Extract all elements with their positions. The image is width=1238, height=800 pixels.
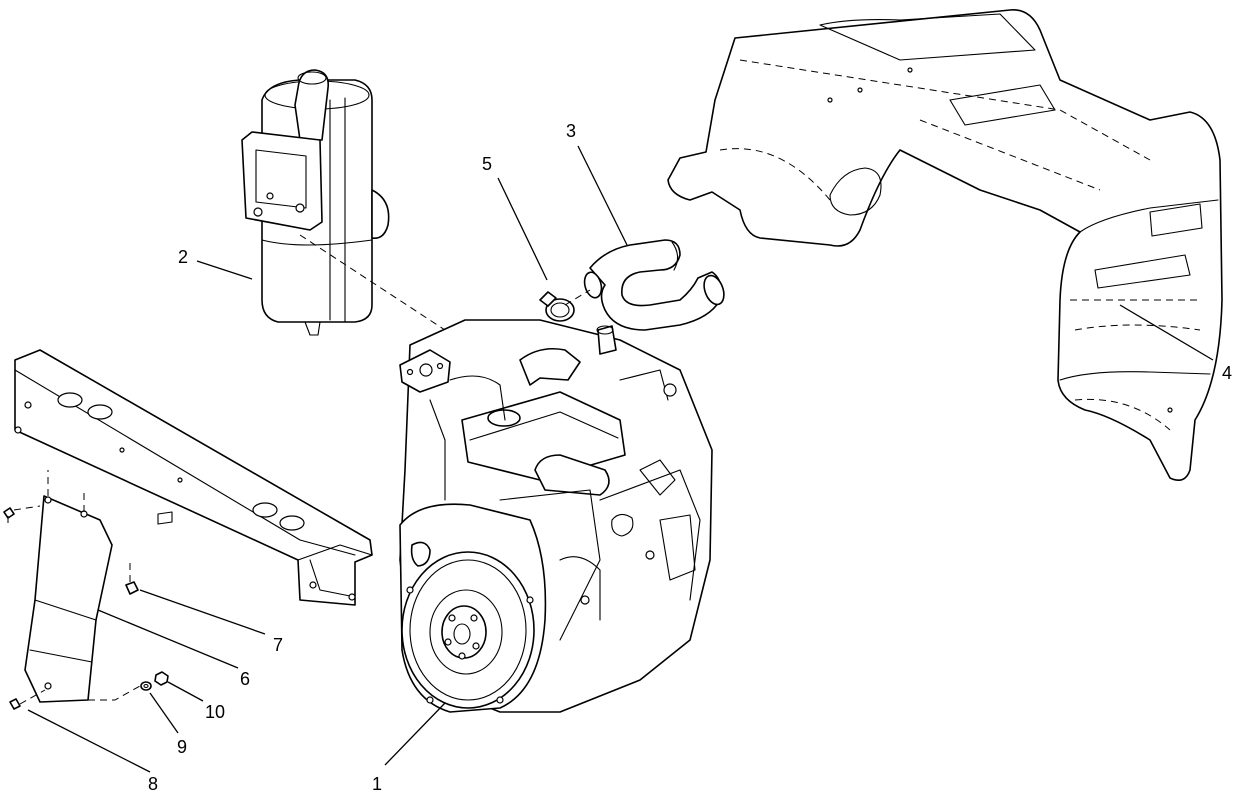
heat-shield [24, 470, 141, 703]
callout-8: 8 [148, 774, 158, 794]
callout-5: 5 [482, 154, 492, 174]
leader-9 [149, 692, 179, 734]
leader-7 [139, 589, 266, 635]
leader-10 [167, 681, 204, 702]
muffler [241, 69, 446, 336]
leader-5 [497, 177, 548, 281]
leader-2 [196, 260, 253, 280]
leader-4 [1119, 304, 1214, 361]
hood-shroud [667, 9, 1223, 481]
callout-numbers: 1 2 3 4 5 6 7 8 9 10 [148, 121, 1232, 794]
callout-1: 1 [372, 774, 382, 794]
callout-3: 3 [566, 121, 576, 141]
leader-3 [577, 145, 628, 246]
frame-rail [14, 349, 373, 606]
fasteners [3, 505, 169, 710]
callout-10: 10 [205, 702, 225, 722]
leader-8 [27, 709, 151, 773]
callout-9: 9 [177, 737, 187, 757]
callout-7: 7 [273, 635, 283, 655]
callout-4: 4 [1222, 363, 1232, 383]
hose-clamp [539, 289, 591, 322]
leader-1 [384, 702, 446, 766]
callout-2: 2 [178, 247, 188, 267]
radiator-hose [583, 239, 725, 331]
leader-lines [27, 145, 1214, 773]
engine [399, 319, 713, 713]
leader-6 [97, 609, 239, 669]
callout-6: 6 [240, 669, 250, 689]
